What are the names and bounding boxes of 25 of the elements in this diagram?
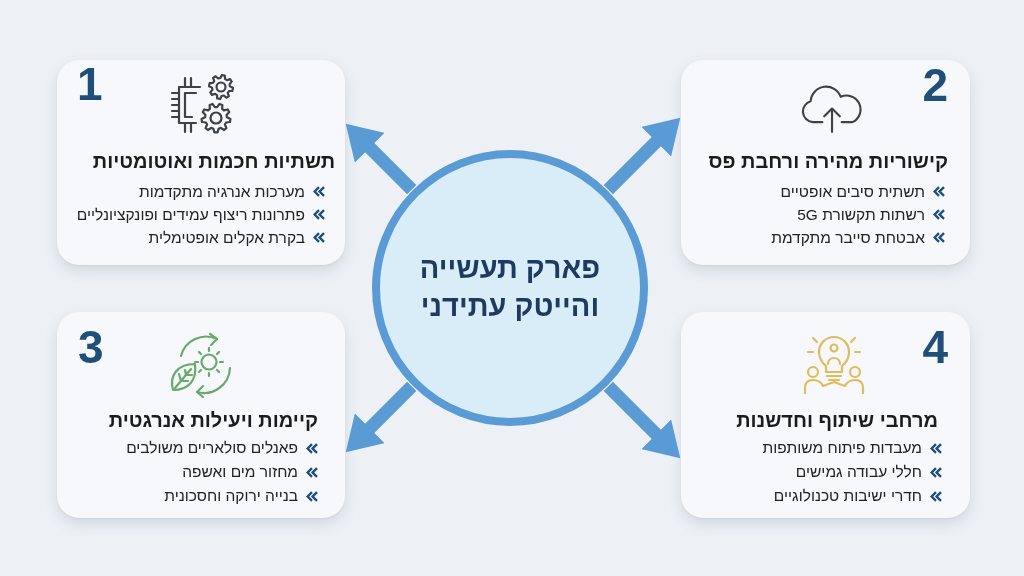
list-item-text: חללי עבודה גמישים	[795, 462, 922, 482]
step-number: 1	[77, 61, 103, 107]
card-heading: תשתיות חכמות ואוטומטיות	[92, 149, 335, 173]
list-item-text: מחזור מים ואשפה	[182, 462, 298, 482]
list-item-text: פתרונות ריצוף עמידים ופונקציונליים	[76, 204, 305, 225]
list-item-text: בנייה ירוקה וחסכונית	[164, 486, 298, 506]
card-heading: קישוריות מהירה ורחבת פס	[708, 149, 948, 173]
list-item-text: פאנלים סולאריים משולבים	[126, 438, 298, 458]
step-number: 4	[922, 324, 948, 370]
title-text: פארק תעשייה והייטק עתידני	[418, 251, 602, 324]
list-item-text: מעבדות פיתוח משותפות	[762, 438, 922, 458]
list-item-text: רשתות תקשורת 5G	[797, 204, 925, 225]
info-card	[57, 60, 345, 265]
list-item-text: תשתית סיבים אופטיים	[780, 181, 925, 202]
info-card	[681, 312, 970, 518]
step-number: 3	[78, 324, 104, 370]
list-item-text: חדרי ישיבות טכנולוגיים	[773, 486, 922, 506]
info-card	[681, 60, 970, 265]
list-item-text: בקרת אקלים אופטימלית	[148, 227, 305, 248]
list-item-text: מערכות אנרגיה מתקדמות	[139, 181, 305, 202]
list-item-text: אבטחת סייבר מתקדמת	[771, 227, 925, 248]
card-heading: מרחבי שיתוף וחדשנות	[736, 408, 938, 432]
step-number: 2	[922, 62, 948, 108]
card-heading: קיימות ויעילות אנרגטית	[108, 408, 318, 432]
info-card	[57, 312, 345, 518]
